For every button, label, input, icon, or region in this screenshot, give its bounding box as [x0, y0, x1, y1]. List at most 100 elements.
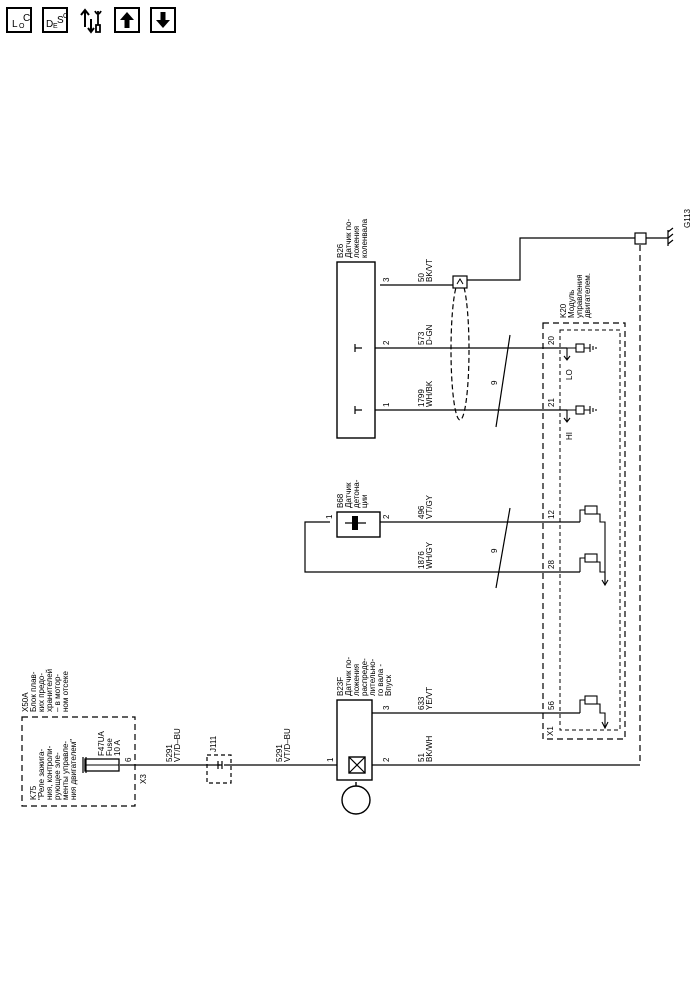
j111-label: J111 [209, 735, 218, 752]
twist-label-1: 9 [490, 380, 499, 385]
x50a-name-2: ких предо- [37, 673, 46, 712]
wire-573-color: D-GN [425, 324, 434, 345]
location-button[interactable]: L O C [6, 7, 32, 33]
twist-mark-2 [495, 507, 511, 589]
pin-k20-20: 20 [547, 336, 556, 345]
b68-box [336, 511, 381, 538]
arrow-up-icon [120, 12, 134, 28]
pin-b26-2: 2 [382, 340, 391, 345]
k75-id: K75 [29, 785, 38, 800]
next-button[interactable] [150, 7, 176, 33]
x50a-name-4: – в мотор- [53, 674, 62, 712]
b23f-id: B23F [336, 677, 345, 696]
b23f-name-3: распреде- [360, 658, 369, 696]
k75-name-3: рующее эле- [53, 752, 62, 800]
b68-element [352, 516, 358, 530]
wire-573-num: 573 [417, 331, 426, 345]
b68-name-3: ции [360, 494, 369, 508]
desc-letter-s: S [57, 15, 64, 26]
desc-letter-d: D [46, 19, 54, 30]
desc-letter-c: C [63, 13, 69, 20]
signal-hi: HI [565, 432, 574, 440]
b26-name-1: Датчик по- [344, 219, 353, 258]
wire-5291-b-color: VT/D–BU [283, 728, 292, 762]
wire-1799-color: WH/BK [425, 380, 434, 407]
b68-name-2: детона- [352, 479, 361, 508]
toolbar: L O C D E S C [6, 4, 216, 36]
pin-b26-3: 3 [382, 277, 391, 282]
b26-name-3: коленвала [360, 218, 369, 258]
b68-name-1: Датчик [344, 482, 353, 508]
wire-633-num: 633 [417, 696, 426, 710]
twist-label-2: 9 [490, 548, 499, 553]
x50a-id: X50A [21, 692, 30, 712]
shield-splice-top [452, 275, 468, 289]
k20-name-3: двигателем. [583, 273, 592, 318]
b26-id: B26 [336, 243, 345, 258]
shield-splice [634, 232, 647, 245]
wrench-arrows-icon [80, 8, 102, 34]
k75-name-5: ния двигателем" [69, 739, 78, 800]
x50a-name-3: хранителей [45, 669, 54, 712]
fuse-name-1: Fuse [105, 738, 114, 756]
wire-1799-num: 1799 [417, 389, 426, 407]
wire-5291-b-num: 5291 [275, 744, 284, 762]
b23f-reluctor [341, 785, 371, 815]
pin-b26-1: 1 [382, 402, 391, 407]
wire-51-color: BK/WH [425, 736, 434, 762]
wire-633-color: YE/VT [425, 687, 434, 710]
shield-ellipse [450, 279, 470, 421]
pin-k20-28: 28 [547, 560, 556, 569]
b23f-name-5: го вала - [376, 664, 385, 696]
wire-50 [380, 237, 640, 286]
k20-name-1: Модуль [567, 290, 576, 318]
connector-x1: X1 [546, 726, 555, 736]
wire-5291-a-color: VT/D–BU [173, 728, 182, 762]
fuse-name-2: 10 A [113, 739, 122, 756]
connector-x3: X3 [139, 774, 148, 784]
b23f-name-2: ложения [352, 664, 361, 696]
k75-name-2: ния, контроли- [45, 745, 54, 800]
b23f-name-4: лительно- [368, 658, 377, 696]
b23f-name-1: Датчик по- [344, 657, 353, 696]
pin-b23f-1: 1 [326, 757, 335, 762]
wire-51-num: 51 [417, 753, 426, 762]
k75-name-4: менты управле- [61, 741, 70, 800]
b26-box [336, 261, 376, 439]
fuse-id: F47UA [97, 730, 106, 756]
b26-switch-1 [354, 406, 362, 414]
pin-fuse-6: 6 [124, 757, 133, 762]
previous-button[interactable] [114, 7, 140, 33]
wire-496-color: VT/GY [425, 494, 434, 519]
b26-name-2: ложения [352, 226, 361, 258]
arrow-down-icon [156, 12, 170, 28]
wire-1876-color: WH/GY [425, 541, 434, 569]
desc-letter-e: E [53, 23, 58, 30]
loc-letter-l: L [12, 19, 18, 30]
pin-b68-2: 2 [382, 514, 391, 519]
description-button[interactable]: D E S C [42, 7, 68, 33]
pin-b23f-3: 3 [382, 705, 391, 710]
b68-id: B68 [336, 493, 345, 508]
signal-lo: LO [565, 369, 574, 380]
loc-letter-o: O [19, 23, 25, 30]
wire-50-color: BK/VT [425, 259, 434, 282]
b26-switch-2 [354, 344, 362, 352]
wire-496-num: 496 [417, 505, 426, 519]
g113-label: G113 [683, 208, 692, 228]
x50a-name-1: Блок плав- [29, 671, 38, 712]
loc-letter-c: C [23, 13, 31, 24]
pin-b68-1: 1 [325, 514, 334, 519]
pin-k20-56: 56 [547, 701, 556, 710]
twist-mark-1 [495, 334, 511, 428]
k75-name-1: "Реле зажига- [37, 749, 46, 800]
x50a-name-5: ном отсеке [61, 671, 70, 712]
b23f-name-6: Впуск [384, 674, 393, 696]
shield-splice-mark [456, 278, 464, 285]
pin-b23f-2: 2 [382, 757, 391, 762]
pin-k20-12: 12 [547, 510, 556, 519]
wire-1876 [304, 521, 580, 573]
service-info-button[interactable] [78, 7, 104, 34]
ground-symbol [667, 227, 674, 246]
